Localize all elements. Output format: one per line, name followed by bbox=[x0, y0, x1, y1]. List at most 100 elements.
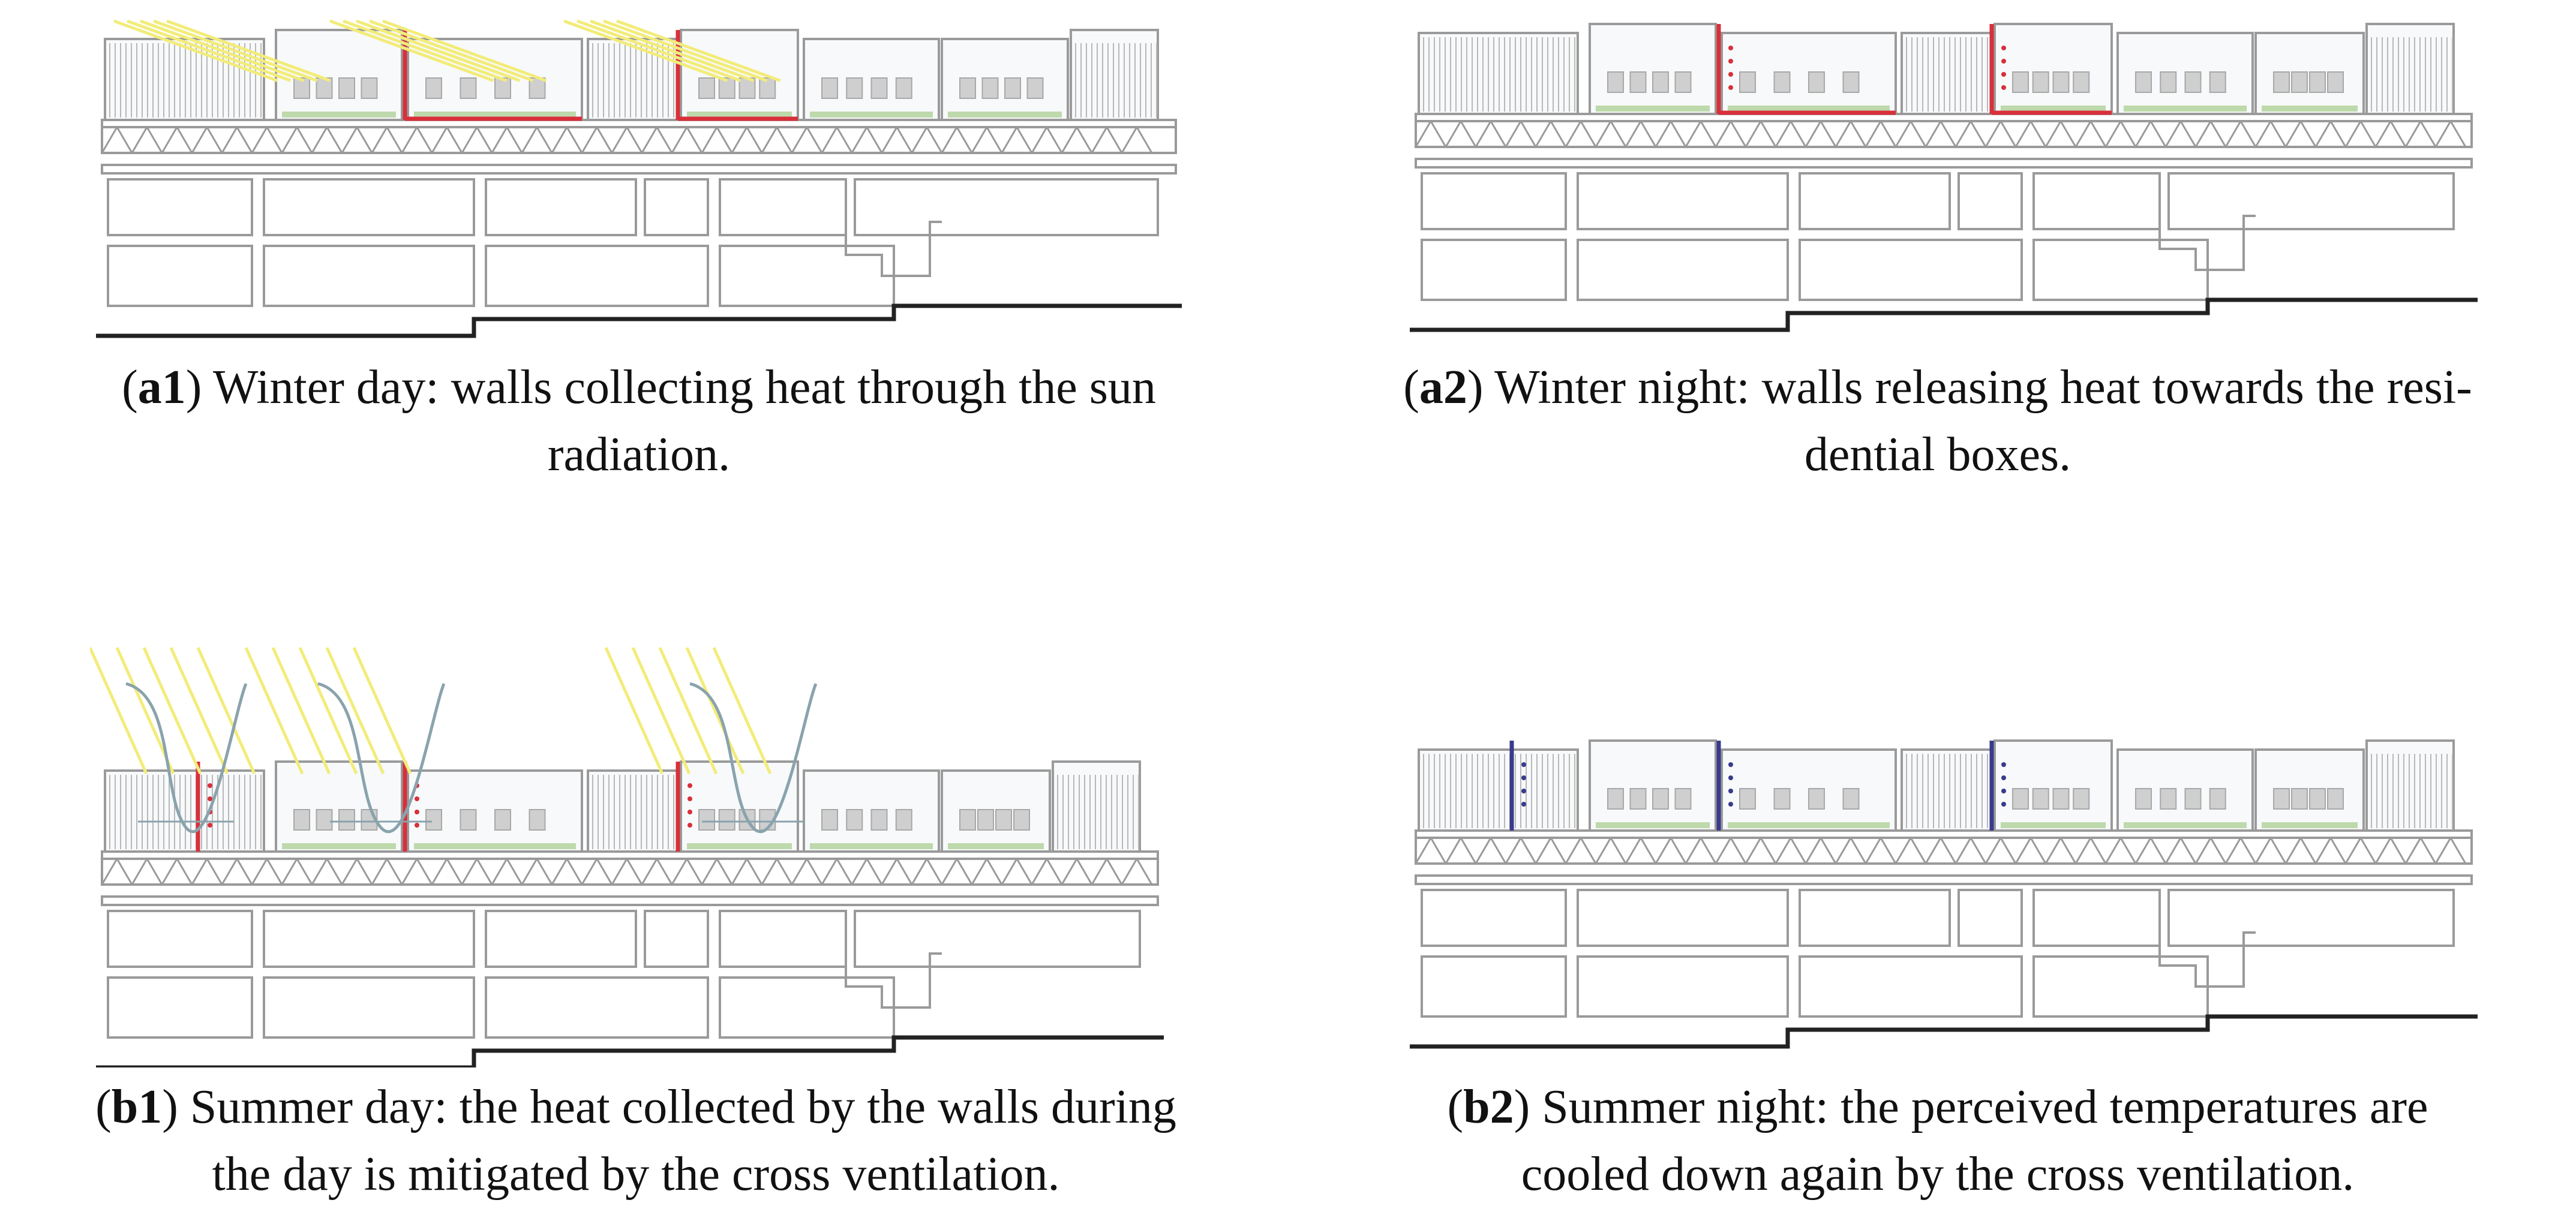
truss-diagonal bbox=[1445, 121, 1462, 148]
window bbox=[2273, 788, 2290, 810]
caption-a1-line1: Winter day: walls collecting heat throug… bbox=[202, 361, 1156, 414]
truss-diagonal bbox=[2074, 121, 2092, 148]
truss-diagonal bbox=[2299, 837, 2317, 864]
truss-diagonal bbox=[491, 127, 508, 154]
rooftop-box bbox=[1589, 739, 1717, 832]
truss-diagonal bbox=[1091, 127, 1108, 154]
truss-diagonal bbox=[2389, 121, 2407, 148]
rooftop-box bbox=[1418, 32, 1579, 115]
window bbox=[1629, 788, 1647, 810]
heat-flow-dot bbox=[1521, 775, 1526, 780]
truss-diagonal bbox=[2224, 121, 2242, 148]
truss-diagonal bbox=[416, 127, 433, 154]
truss-diagonal bbox=[581, 127, 598, 154]
heat-flow-dot bbox=[687, 810, 692, 814]
green-roof-strip bbox=[810, 843, 933, 849]
room bbox=[1421, 239, 1567, 301]
truss-diagonal bbox=[566, 858, 583, 885]
section-drawing-b1 bbox=[90, 646, 1164, 1067]
caption-b1-line1: Summer day: the heat collected by the wa… bbox=[178, 1081, 1176, 1133]
truss-diagonal bbox=[1999, 837, 2017, 864]
truss-diagonal bbox=[1016, 858, 1033, 885]
truss-diagonal bbox=[251, 858, 268, 885]
truss-diagonal bbox=[716, 127, 733, 154]
sun-ray bbox=[90, 646, 148, 774]
heat-flow-dot bbox=[2001, 59, 2006, 64]
truss-diagonal bbox=[1640, 837, 1657, 864]
window bbox=[870, 809, 888, 831]
green-roof-strip bbox=[2124, 106, 2247, 112]
window bbox=[2291, 788, 2308, 810]
truss-diagonal bbox=[206, 858, 223, 885]
truss-diagonal bbox=[461, 127, 478, 154]
truss-frame bbox=[1415, 837, 2473, 865]
ground-line bbox=[96, 303, 1182, 338]
truss-diagonal bbox=[191, 127, 208, 154]
caption-b2-line2: cooled down again by the cross ventilati… bbox=[1521, 1148, 2355, 1201]
truss-diagonal bbox=[2209, 837, 2227, 864]
truss-diagonal bbox=[1580, 837, 1597, 864]
rooftop-box bbox=[275, 760, 403, 853]
room bbox=[1577, 889, 1789, 947]
caption-a2-line2: dential boxes. bbox=[1804, 428, 2071, 481]
sun-ray bbox=[616, 19, 781, 82]
truss-diagonal bbox=[1061, 127, 1078, 154]
truss-diagonal bbox=[311, 127, 328, 154]
window bbox=[425, 77, 442, 99]
green-roof-strip bbox=[687, 112, 792, 118]
window bbox=[981, 77, 999, 99]
rooftop-box bbox=[587, 769, 679, 853]
window bbox=[2032, 71, 2049, 93]
truss-frame bbox=[101, 126, 1177, 154]
room bbox=[2032, 172, 2161, 230]
truss-diagonal bbox=[1715, 121, 1732, 148]
sun-ray bbox=[603, 19, 768, 82]
truss-diagonal bbox=[1625, 121, 1642, 148]
window bbox=[338, 809, 355, 831]
window bbox=[1674, 788, 1692, 810]
window bbox=[494, 77, 511, 99]
truss-diagonal bbox=[986, 858, 1003, 885]
sun-ray bbox=[590, 19, 755, 82]
truss-diagonal bbox=[521, 858, 538, 885]
room bbox=[1799, 889, 1951, 947]
room bbox=[107, 976, 253, 1039]
truss-diagonal bbox=[2404, 837, 2422, 864]
window bbox=[2160, 788, 2177, 810]
truss-diagonal bbox=[2404, 121, 2422, 148]
truss-diagonal bbox=[1415, 837, 1432, 864]
heat-flow-dot bbox=[208, 783, 212, 788]
window bbox=[2012, 71, 2029, 93]
heat-flow-dot bbox=[1728, 802, 1733, 807]
truss-diagonal bbox=[2209, 121, 2227, 148]
truss-diagonal bbox=[2119, 837, 2137, 864]
green-roof-strip bbox=[2262, 822, 2358, 828]
truss-diagonal bbox=[446, 127, 463, 154]
truss-diagonal bbox=[401, 127, 418, 154]
truss-diagonal bbox=[2269, 837, 2287, 864]
panel-a2-winter-night bbox=[1404, 12, 2484, 348]
truss-diagonal bbox=[2239, 837, 2257, 864]
panel-b1-summer-day bbox=[90, 642, 1188, 1067]
truss-diagonal bbox=[326, 127, 343, 154]
truss-diagonal bbox=[2149, 837, 2167, 864]
truss-diagonal bbox=[2329, 121, 2347, 148]
room bbox=[1421, 172, 1567, 230]
truss-diagonal bbox=[521, 127, 538, 154]
caption-a2-line1: Winter night: walls releasing heat towar… bbox=[1483, 361, 2472, 414]
truss-diagonal bbox=[626, 858, 643, 885]
caption-b1: (b1) Summer day: the heat collected by t… bbox=[95, 1081, 1176, 1201]
caption-a2: (a2) Winter night: walls releasing heat … bbox=[1403, 361, 2472, 481]
room bbox=[1799, 239, 2023, 301]
truss-diagonal bbox=[1745, 837, 1762, 864]
truss-diagonal bbox=[221, 127, 238, 154]
building-section bbox=[1410, 739, 2478, 1049]
heat-flow-dot bbox=[1728, 762, 1733, 767]
truss-diagonal bbox=[866, 127, 883, 154]
stair bbox=[845, 221, 942, 277]
sun-ray bbox=[604, 646, 664, 774]
truss-diagonal bbox=[956, 858, 973, 885]
truss-diagonal bbox=[836, 858, 853, 885]
truss-diagonal bbox=[1715, 837, 1732, 864]
truss-diagonal bbox=[1670, 837, 1687, 864]
